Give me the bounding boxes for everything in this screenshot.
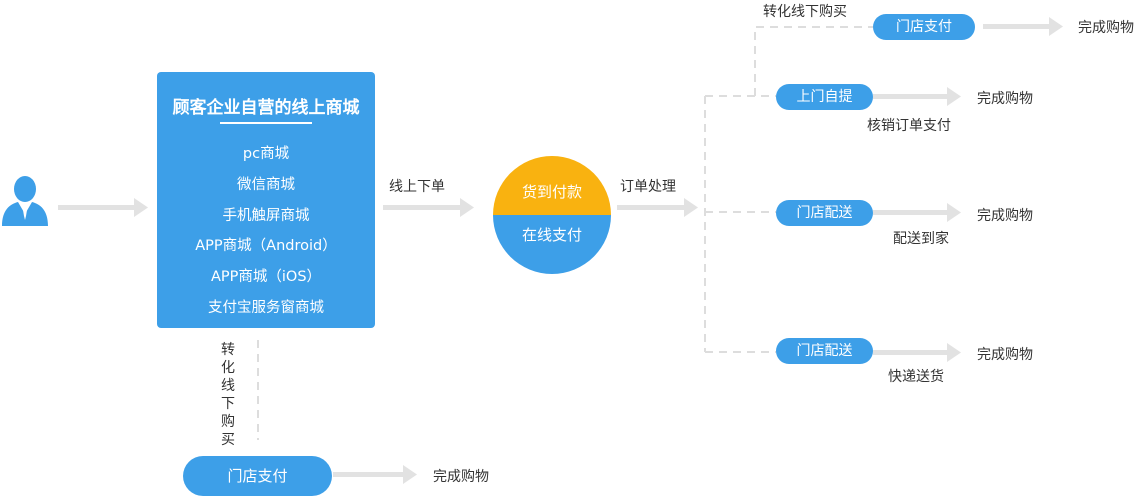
self-operated-mall-box: 顾客企业自营的线上商城 pc商城 微信商城 手机触屏商城 APP商城（Andro…	[157, 72, 375, 328]
arrow-online-order	[383, 198, 474, 217]
mall-channel: pc商城	[242, 146, 290, 162]
edge-label-verify-payment: 核销订单支付	[867, 118, 951, 134]
cash-on-delivery: 货到付款	[493, 156, 611, 215]
outcome-top: 完成购物	[1078, 20, 1134, 36]
edge-label-offline-top: 转化线下购买	[763, 4, 847, 20]
mall-title: 顾客企业自营的线上商城	[172, 98, 360, 118]
outcome-delivery-1: 完成购物	[977, 208, 1033, 224]
node-store-pay-top: 门店支付	[873, 14, 975, 40]
outcome-pickup: 完成购物	[977, 91, 1033, 107]
outcome-bottom: 完成购物	[433, 469, 489, 485]
arrows	[58, 17, 1063, 484]
payment-method-circle: 货到付款 在线支付	[493, 156, 611, 274]
user-icon	[2, 176, 48, 226]
mall-channel-list: pc商城 微信商城 手机触屏商城 APP商城（Android） APP商城（iO…	[157, 139, 375, 324]
node-store-delivery-1: 门店配送	[776, 200, 873, 226]
edge-label-online-order: 线上下单	[389, 179, 445, 195]
edge-label-deliver-home: 配送到家	[893, 231, 949, 247]
mall-channel: APP商城（Android）	[195, 238, 337, 255]
mall-channel: 支付宝服务窗商城	[208, 299, 324, 316]
branch-line-offline-top	[754, 26, 873, 96]
edge-label-offline-left: 转化线下购买	[221, 342, 235, 448]
mall-channel: 微信商城	[237, 176, 295, 193]
arrow-outcome-delivery-1	[873, 203, 961, 222]
arrow-order-processing	[617, 198, 698, 217]
arrow-outcome-delivery-2	[873, 343, 961, 362]
edge-label-order-processing: 订单处理	[620, 179, 676, 195]
arrow-customer-to-mall	[58, 198, 148, 217]
mall-title-underline	[220, 122, 312, 124]
mall-channel: 手机触屏商城	[222, 207, 310, 224]
online-payment: 在线支付	[493, 215, 611, 274]
mall-channel: APP商城（iOS）	[210, 269, 322, 286]
arrow-outcome-top	[983, 17, 1063, 36]
node-self-pickup: 上门自提	[776, 84, 873, 110]
outcome-delivery-2: 完成购物	[977, 347, 1033, 363]
dashed-lines	[257, 26, 873, 440]
node-store-delivery-2: 门店配送	[776, 338, 873, 364]
arrow-outcome-bottom	[333, 465, 417, 484]
arrow-outcome-pickup	[873, 87, 961, 106]
node-store-pay-bottom: 门店支付	[183, 456, 332, 496]
edge-label-express: 快递送货	[888, 369, 944, 385]
